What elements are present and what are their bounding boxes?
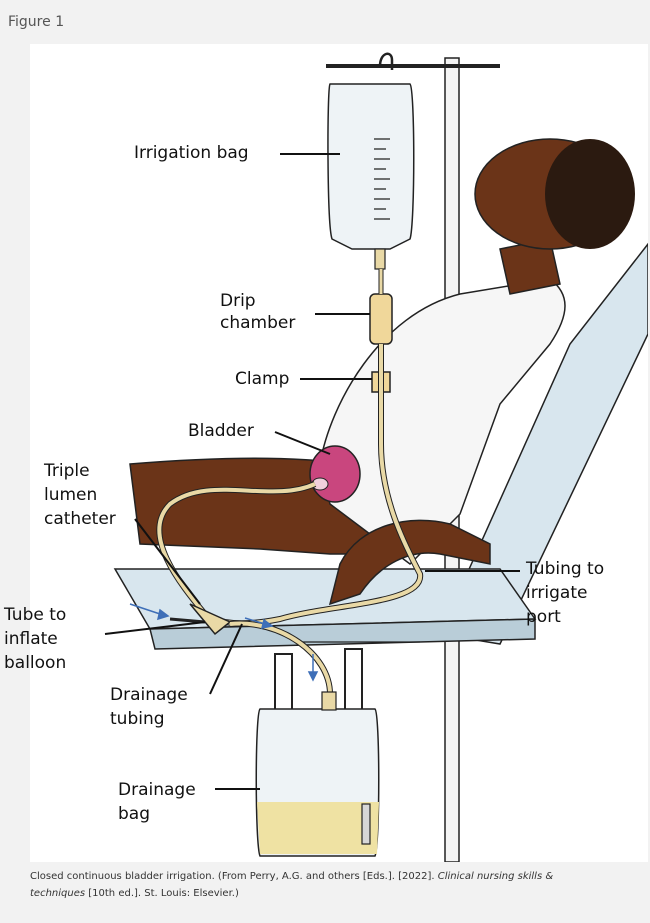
- label-tube-inflate-line3: balloon: [4, 652, 66, 675]
- bladder-shape: [310, 446, 360, 502]
- label-drainage-bag-line2: bag: [118, 803, 150, 826]
- label-bladder: Bladder: [188, 420, 254, 443]
- label-irrigation-bag: Irrigation bag: [134, 142, 249, 165]
- label-clamp: Clamp: [235, 368, 289, 391]
- label-tubing-irrigate-line1: Tubing to: [526, 558, 604, 581]
- bag-outlet: [375, 249, 385, 269]
- label-tubing-irrigate-line2: irrigate: [526, 582, 587, 605]
- drip-chamber: [370, 294, 392, 344]
- drainage-bag-urine: [257, 802, 379, 854]
- label-triple-lumen-line1: Triple: [44, 460, 90, 483]
- patient-hair: [545, 139, 635, 249]
- drainage-bag-port: [322, 692, 336, 710]
- drainage-bag-outlet: [362, 804, 370, 844]
- label-drip-chamber-line2: chamber: [220, 312, 295, 335]
- bladder-irrigation-illustration: Irrigation bag Drip chamber Clamp Bladde…: [30, 44, 648, 862]
- caption-italic-2: techniques: [30, 888, 85, 899]
- label-triple-lumen-line3: catheter: [44, 508, 116, 531]
- figure-title: Figure 1: [8, 14, 64, 30]
- label-triple-lumen-line2: lumen: [44, 484, 97, 507]
- figure-caption: Closed continuous bladder irrigation. (F…: [30, 868, 630, 902]
- label-drainage-tubing-line1: Drainage: [110, 684, 188, 707]
- label-tube-inflate-line2: inflate: [4, 628, 58, 651]
- label-drip-chamber-line1: Drip: [220, 290, 256, 313]
- caption-text-1: Closed continuous bladder irrigation. (F…: [30, 871, 438, 882]
- caption-italic-1: Clinical nursing skills &: [438, 871, 553, 882]
- label-drainage-bag-line1: Drainage: [118, 779, 196, 802]
- illustration-svg: [30, 44, 648, 862]
- label-tubing-irrigate-line3: port: [526, 606, 561, 629]
- label-tube-inflate-line1: Tube to: [4, 604, 66, 627]
- label-drainage-tubing-line2: tubing: [110, 708, 165, 731]
- irrigation-bag: [328, 84, 414, 249]
- caption-text-2: [10th ed.]. St. Louis: Elsevier.): [85, 888, 239, 899]
